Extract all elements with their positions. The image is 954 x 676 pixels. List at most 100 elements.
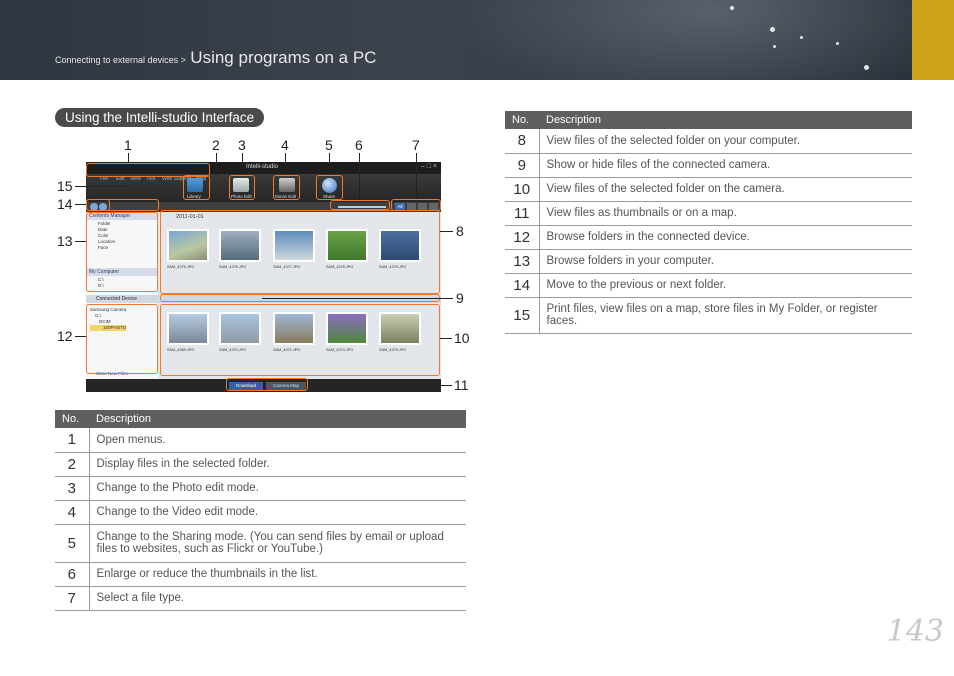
row-description: Open menus.: [89, 428, 466, 453]
contents-manager-header: Contents Manager: [86, 212, 158, 220]
filter-video-icon: [418, 203, 427, 211]
share-mode-icon: [322, 178, 337, 193]
callout-8: 8: [456, 223, 464, 239]
library-mode-icon: [187, 178, 203, 192]
thumbnail: [167, 229, 209, 262]
menu-tool: Tool: [146, 176, 156, 182]
bottom-bar: Download Camera Map: [86, 379, 441, 392]
library-mode-label: Library: [187, 194, 201, 199]
table-header-row: No. Description: [55, 410, 466, 428]
row-number: 11: [505, 201, 540, 226]
tree-item: Color: [98, 233, 109, 238]
window-controls: – □ ×: [420, 163, 437, 170]
row-description: Select a file type.: [89, 586, 466, 611]
callout-15: 15: [57, 178, 73, 194]
thumb-label: SAM_4376.JPG: [167, 265, 195, 269]
row-description: Change to the Photo edit mode.: [89, 476, 466, 501]
row-description: View files of the selected folder on the…: [539, 177, 912, 202]
thumbnail: [219, 312, 261, 345]
row-number: 14: [505, 273, 540, 298]
row-description: Browse folders in your computer.: [539, 249, 912, 274]
my-computer-header: My Computer: [86, 268, 158, 276]
tree-item: Folder: [98, 221, 111, 226]
device-item: 100PHOTO: [90, 325, 127, 331]
annotation-share: [316, 175, 343, 200]
thumb-label: SAM_4375.JPG: [379, 348, 407, 352]
header-description: Description: [89, 410, 466, 428]
callout-3: 3: [238, 137, 246, 153]
leader-line: [359, 153, 360, 200]
leader-line: [262, 298, 453, 299]
thumb-label: SAM_4371.JPG: [273, 348, 301, 352]
menu-view: View: [130, 176, 141, 182]
row-number: 2: [55, 452, 90, 477]
callout-12: 12: [57, 328, 73, 344]
row-number: 7: [55, 586, 90, 611]
zoom-slider: [338, 206, 386, 208]
sparkle: [770, 27, 775, 32]
row-description: Display files in the selected folder.: [89, 452, 466, 477]
share-mode-label: Share: [323, 194, 336, 199]
row-number: 12: [505, 225, 540, 250]
leader-line: [75, 241, 86, 242]
leader-line: [216, 153, 217, 175]
leader-line: [440, 338, 452, 339]
row-number: 1: [55, 428, 90, 453]
row-number: 9: [505, 153, 540, 178]
thumbnail: [219, 229, 261, 262]
annotation-computer-tree: [86, 212, 158, 292]
app-titlebar: Intelli-studio – □ ×: [86, 162, 441, 174]
row-description: View files of the selected folder on you…: [539, 129, 912, 154]
row-number: 8: [505, 129, 540, 154]
tree-item: Face: [98, 245, 109, 250]
leader-line: [329, 153, 330, 175]
leader-line: [75, 186, 130, 187]
leader-line: [440, 231, 453, 232]
device-tree: Samsung Camera G:\ DCIM 100PHOTO: [86, 306, 158, 332]
next-folder-icon: [99, 203, 107, 211]
row-number: 4: [55, 500, 90, 525]
page-number: 143: [886, 614, 944, 649]
row-number: 3: [55, 476, 90, 501]
header-no: No.: [505, 111, 539, 129]
menu-file: File: [100, 176, 109, 182]
device-item: G:\: [95, 313, 102, 318]
annotation-photo-edit: [229, 175, 255, 200]
menu-web-support: Web Support: [162, 176, 192, 182]
prev-folder-icon: [90, 203, 98, 211]
drive-item: C:\: [98, 277, 104, 282]
callout-7: 7: [412, 137, 420, 153]
thumb-label: SAM_4377.JPG: [273, 265, 301, 269]
leader-line: [75, 204, 86, 205]
row-description: View files as thumbnails or on a map.: [539, 201, 912, 226]
thumb-label: SAM_4370.JPG: [219, 348, 247, 352]
row-number: 13: [505, 249, 540, 274]
filter-audio-icon: [429, 203, 438, 211]
callout-11: 11: [454, 377, 469, 393]
contents-tree: Folder Date Color Location Face: [86, 220, 158, 252]
photo-edit-mode-icon: [233, 178, 249, 192]
connected-device-bar: Connected Device: [86, 295, 441, 303]
thumb-label: SAM_4376.JPG: [219, 265, 247, 269]
annotation-device-tree: [86, 304, 158, 374]
annotation-library: [183, 175, 210, 200]
row-number: 6: [55, 562, 90, 587]
thumbnail: [326, 312, 368, 345]
connected-device-label: Connected Device: [96, 296, 137, 302]
thumb-label: SAM_4378.JPG: [326, 265, 354, 269]
callout-14: 14: [57, 196, 73, 212]
computer-tree: C:\ D:\: [86, 276, 158, 290]
movie-edit-mode-icon: [279, 178, 295, 192]
callout-10: 10: [454, 330, 470, 346]
download-tab: Download: [229, 382, 263, 390]
tree-item: Location: [98, 239, 116, 244]
app-toolbar: All: [86, 202, 441, 212]
